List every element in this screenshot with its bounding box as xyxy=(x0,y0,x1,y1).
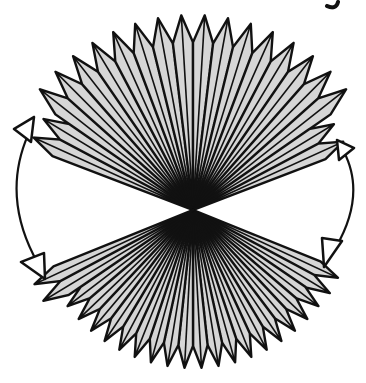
left-arrow-head-top xyxy=(14,117,34,142)
right-arrow-curve xyxy=(336,152,353,247)
ink-mark xyxy=(327,2,338,7)
left-arrow-curve xyxy=(17,135,35,258)
upper-fan xyxy=(34,15,346,210)
lower-fan xyxy=(35,210,338,368)
left-arrow-head-bottom xyxy=(21,253,45,279)
right-arrow-head-bottom xyxy=(322,238,342,267)
